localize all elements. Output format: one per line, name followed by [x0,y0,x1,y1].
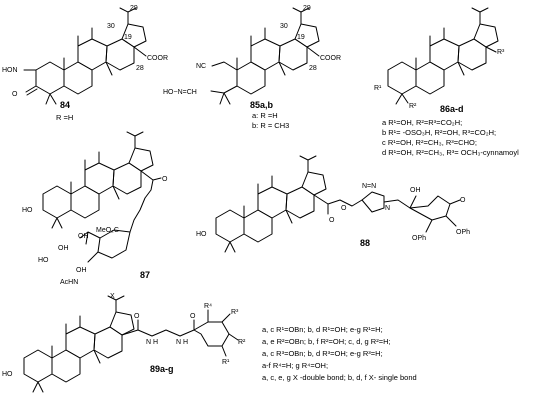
linker-o-label: O [341,205,347,212]
ho-label: HO [2,371,13,378]
compound-88-number: 88 [360,238,370,248]
carbonyl-o-label: O [460,197,466,204]
compound-89-line-1: a, c R¹=OBn; b, d R¹=OH; e-g R¹=H; [262,325,383,334]
compound-86-line-c: c R¹=OH, R²=CH₃, R³=CHO; [382,138,477,147]
c19-label: 19 [124,34,132,41]
c29-label: 29 [303,5,311,12]
ho-label: HO [22,207,33,214]
oh-label: OH [410,187,421,194]
compound-85-a: a: R =H [252,111,278,120]
c29-label: 29 [130,5,138,12]
meo2c-label: MeO₂C [96,227,119,234]
nh1-label: N H [146,339,158,346]
compound-89-line-5: a, c, e, g X -double bond; b, d, f X- si… [262,373,417,382]
acnh-label: AcHN [60,279,78,286]
compound-86-line-a: a R¹=OH, R²=R³=CO₂H; [382,118,462,127]
compound-89-structure [23,295,239,393]
compound-84-number: 84 [60,100,70,110]
compound-89-line-2: a, e R²=OBn; b, f R²=OH; c, d, g R²=H; [262,337,391,346]
c30-label: 30 [107,23,115,30]
compound-84-structure [23,7,147,105]
o2-label: O [190,313,196,320]
c19-label: 19 [297,34,305,41]
c28-label: 28 [136,65,144,72]
oxo-label: O [12,91,18,98]
nc-label: NC [196,63,206,70]
x-label: X [110,293,115,300]
triazole-n-label: N=N [362,183,376,190]
coor-label: COOR [147,55,168,62]
oph-label: OPh [412,235,426,242]
oh1-label: OH [78,233,89,240]
compound-89-line-3: a, c R³=OBn; b, d R³=OH; e-g R³=H; [262,349,383,358]
c30-label: 30 [280,23,288,30]
oh2-label: OH [58,245,69,252]
o1-label: O [134,313,140,320]
coor-label: COOR [320,55,341,62]
ester-o-label: O [162,176,168,183]
r1-label: R¹ [374,85,382,92]
compound-86-line-b: b R¹= -OSO₃H, R²=OH, R³=CO₂H; [382,128,496,137]
compound-87-structure [42,131,162,263]
compound-89-line-4: a-f R⁴=H; g R⁴=OH; [262,361,328,370]
ho2-label: HO [38,257,49,264]
r3-label: R³ [231,309,239,316]
compound-85-structure [210,7,320,105]
r1-label: R¹ [222,359,230,366]
compound-84-r: R =H [56,113,73,122]
r2-label: R² [238,339,246,346]
compound-85-number: 85a,b [250,100,274,110]
hon-label: HON [2,67,18,74]
compound-86-structure [387,7,499,105]
compound-86-number: 86a-d [440,104,464,114]
r4-label: R⁴ [204,303,212,310]
ho-label: HO [196,231,207,238]
c28-label: 28 [309,65,317,72]
compound-86-line-d: d R¹=OH, R²=CH₃, R³= OCH₃-cynnamoyl [382,148,519,157]
triazole-n2-label: N [385,205,390,212]
r3-label: R³ [497,49,505,56]
compound-85-b: b: R = CH3 [252,121,289,130]
oxime-label: HO−N=CH [163,89,197,96]
oh3-label: OH [76,267,87,274]
compound-87-number: 87 [140,270,150,280]
ester-o-label: O [329,217,335,224]
r2-label: R² [409,103,417,110]
compound-89-number: 89a-g [150,364,174,374]
nh2-label: N H [176,339,188,346]
oph2-label: OPh [456,229,470,236]
compound-88-structure [215,155,461,253]
